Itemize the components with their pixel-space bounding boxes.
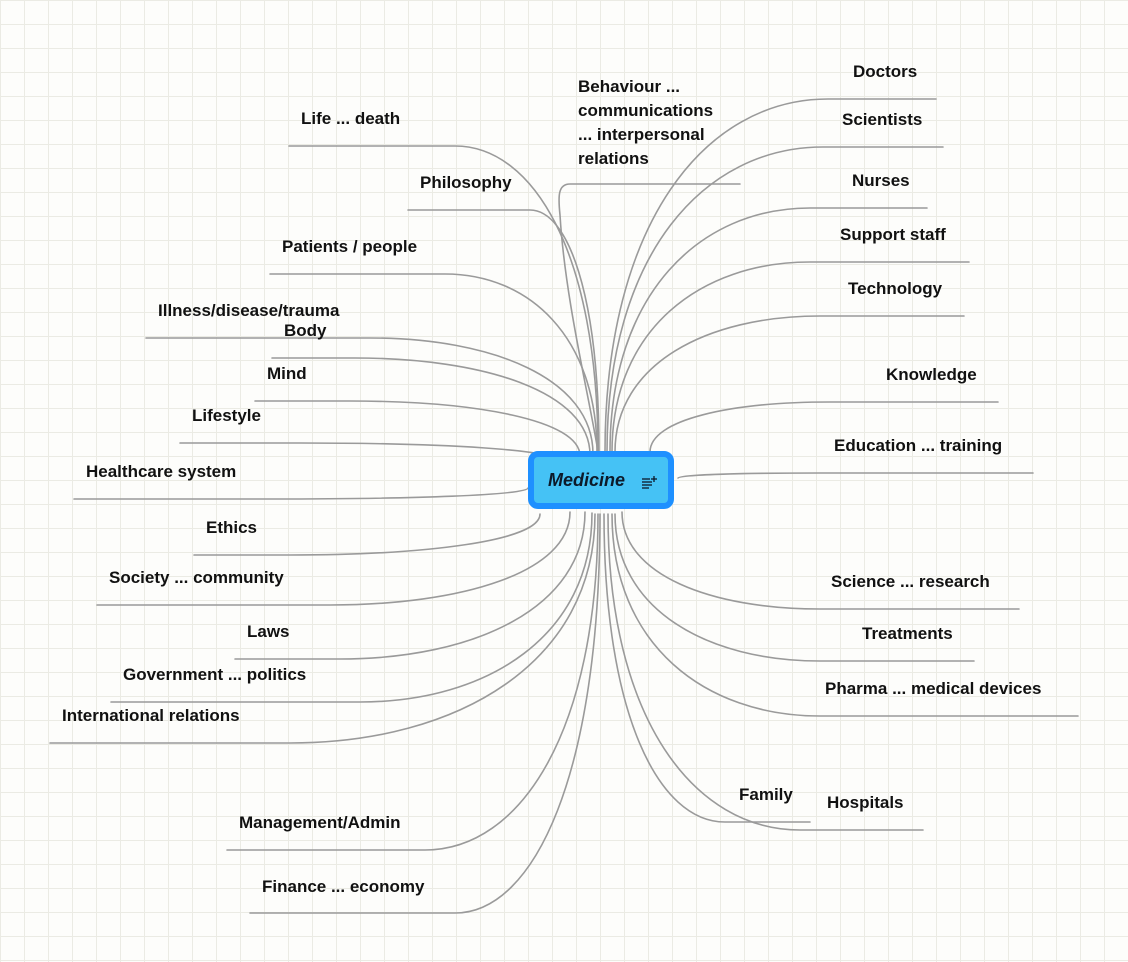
topic-scientists[interactable]: Scientists: [842, 110, 923, 129]
topic-behaviour-communications[interactable]: Behaviour ... communications ... interpe…: [578, 77, 714, 168]
topic-nurses[interactable]: Nurses: [852, 171, 910, 190]
branch-line-nurses: [609, 207, 928, 453]
topic-patients-people[interactable]: Patients / people: [282, 237, 418, 256]
branch-line-government-politics: [110, 512, 593, 703]
branch-line-knowledge: [649, 401, 999, 453]
branch-line-scientists: [606, 146, 944, 453]
branch-line-life-death: [288, 145, 599, 453]
topic-life-death[interactable]: Life ... death: [301, 109, 401, 128]
topic-treatments[interactable]: Treatments: [862, 624, 953, 643]
branch-line-finance-economy: [249, 513, 601, 914]
topic-body[interactable]: Body: [284, 321, 327, 340]
topic-hospitals[interactable]: Hospitals: [827, 793, 904, 812]
branch-line-mind: [254, 400, 581, 457]
branch-line-society-community: [96, 511, 571, 606]
topic-international-relations[interactable]: International relations: [62, 706, 240, 725]
branch-line-technology: [614, 315, 965, 453]
branch-line-hospitals: [607, 513, 924, 831]
topic-lifestyle[interactable]: Lifestyle: [192, 406, 261, 425]
topic-family[interactable]: Family: [739, 785, 793, 804]
topic-pharma-medical-devices[interactable]: Pharma ... medical devices: [825, 679, 1042, 698]
topic-philosophy[interactable]: Philosophy: [420, 173, 512, 192]
notes-icon[interactable]: [641, 475, 657, 491]
topic-laws[interactable]: Laws: [247, 622, 290, 641]
topic-government-politics[interactable]: Government ... politics: [123, 665, 307, 684]
branch-line-science-research: [621, 511, 1020, 610]
branch-line-patients-people: [269, 273, 598, 453]
topic-technology[interactable]: Technology: [848, 279, 943, 298]
central-topic[interactable]: Medicine: [528, 451, 674, 509]
branch-line-doctors: [604, 98, 937, 453]
branch-line-philosophy: [407, 209, 600, 453]
branch-line-healthcare-system: [73, 487, 529, 500]
topic-doctors[interactable]: Doctors: [853, 62, 918, 81]
topic-knowledge[interactable]: Knowledge: [886, 365, 977, 384]
topic-mind[interactable]: Mind: [267, 364, 307, 383]
branch-line-pharma: [611, 513, 1079, 717]
branch-line-laws: [234, 511, 586, 660]
branch-line-international: [49, 513, 596, 744]
topic-healthcare-system[interactable]: Healthcare system: [86, 462, 237, 481]
branch-line-lifestyle: [179, 442, 561, 463]
topic-society-community[interactable]: Society ... community: [109, 568, 284, 587]
topic-finance-economy[interactable]: Finance ... economy: [262, 877, 425, 896]
topic-management-admin[interactable]: Management/Admin: [239, 813, 401, 832]
branch-line-management-admin: [226, 513, 599, 851]
topic-illness-disease-trauma[interactable]: Illness/disease/trauma: [158, 301, 340, 320]
branch-line-support-staff: [611, 261, 970, 453]
branch-line-education-training: [677, 472, 1034, 479]
branch-line-treatments: [614, 513, 975, 662]
branch-line-family: [603, 513, 811, 823]
topic-ethics[interactable]: Ethics: [206, 518, 258, 537]
branch-line-illness: [145, 337, 594, 455]
topic-support-staff[interactable]: Support staff: [840, 225, 946, 244]
central-topic-label: Medicine: [548, 469, 626, 490]
topic-education-training[interactable]: Education ... training: [834, 436, 1003, 455]
branch-line-behaviour: [558, 183, 741, 453]
branch-line-ethics: [193, 513, 541, 556]
branch-line-body: [271, 357, 591, 456]
topic-science-research[interactable]: Science ... research: [831, 572, 990, 591]
